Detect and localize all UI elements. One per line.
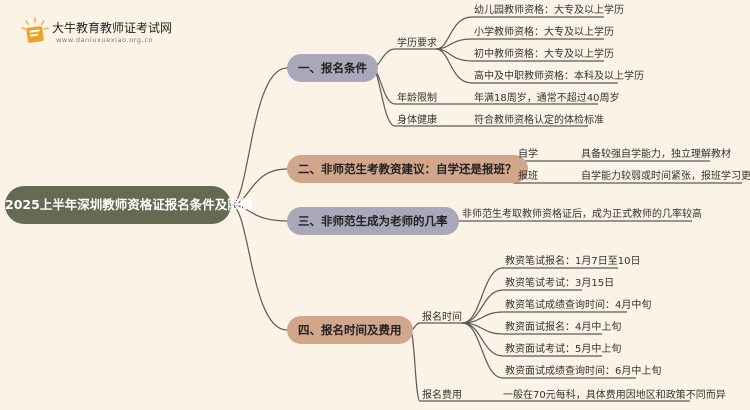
logo-title: 大牛教育教师证考试网 [52, 21, 173, 35]
branch-registration-conditions: 一、报名条件 [287, 54, 378, 82]
class-study-label: 报班 [518, 171, 538, 182]
education-item: 幼儿园教师资格：大专及以上学历 [474, 5, 624, 16]
age-limit-value: 年满18周岁，通常不超过40周岁 [474, 93, 620, 104]
health-value: 符合教师资格认定的体检标准 [474, 115, 604, 126]
class-study-value: 自学能力较弱或时间紧张，报班学习更有效 [581, 171, 750, 182]
branch-time-and-fee: 四、报名时间及费用 [287, 316, 413, 344]
schedule-item: 教资面试成绩查询时间：6月中上旬 [505, 366, 662, 377]
branch-study-advice: 二、非师范生考教资建议：自学还是报班？ [287, 155, 528, 183]
self-study-value: 具备较强自学能力，独立理解教材 [581, 149, 731, 160]
schedule-item: 教资面试考试：5月中上旬 [505, 344, 622, 355]
logo-subtitle: www.daniuxuexiao.org.cn [56, 36, 154, 44]
logo-icon [20, 17, 50, 51]
schedule-item: 教资笔试考试：3月15日 [505, 278, 615, 289]
self-study-label: 自学 [518, 149, 538, 160]
schedule-item: 教资笔试报名：1月7日至10日 [505, 256, 641, 267]
branch-teacher-chance: 三、非师范生成为老师的几率 [287, 207, 459, 235]
health-label: 身体健康 [397, 115, 437, 126]
education-requirement-label: 学历要求 [397, 38, 437, 49]
teacher-chance-value: 非师范生考取教师资格证后，成为正式教师的几率较高 [462, 209, 702, 220]
education-item: 初中教师资格：大专及以上学历 [474, 49, 614, 60]
age-limit-label: 年龄限制 [397, 93, 437, 104]
education-item: 小学教师资格：大专及以上学历 [474, 27, 614, 38]
root-node: 2025上半年深圳教师资格证报名条件及限制 [5, 186, 252, 224]
registration-time-label: 报名时间 [422, 312, 462, 323]
schedule-item: 教资笔试成绩查询时间：4月中旬 [505, 300, 652, 311]
registration-fee-value: 一般在70元每科，具体费用因地区和政策不同而异 [503, 390, 726, 401]
registration-fee-label: 报名费用 [422, 390, 462, 401]
schedule-item: 教资面试报名：4月中上旬 [505, 322, 622, 333]
education-item: 高中及中职教师资格：本科及以上学历 [474, 71, 644, 82]
